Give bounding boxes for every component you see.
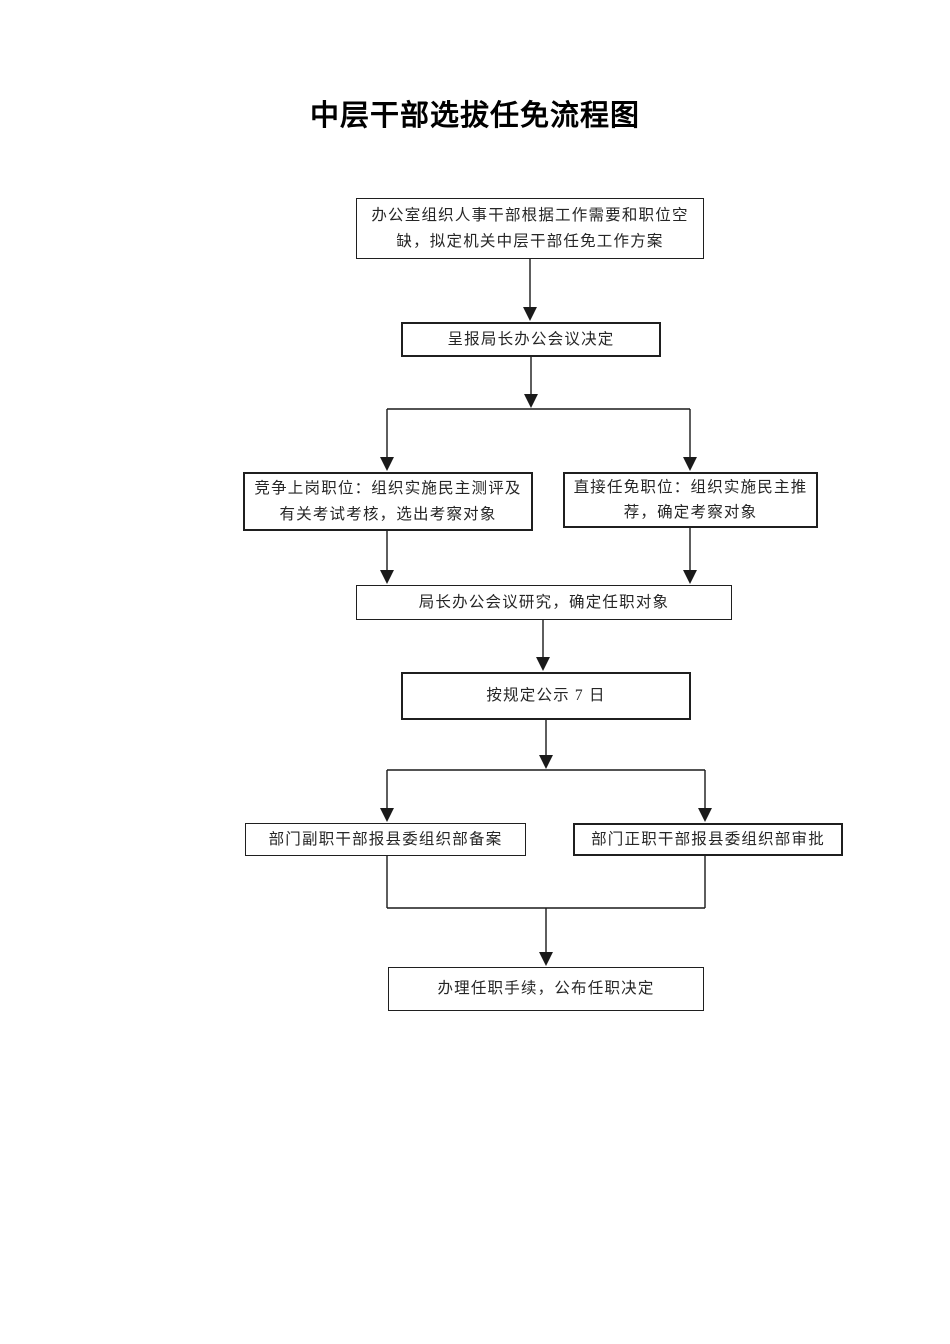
page-title: 中层干部选拔任免流程图: [309, 100, 640, 132]
flow-step-label: 部门正职干部报县委组织部审批: [591, 830, 825, 848]
flow-step-direct-appointment: 直接任免职位：组织实施民主推荐，确定考察对象: [563, 472, 818, 528]
flow-step-report-meeting: 呈报局长办公会议决定: [401, 322, 661, 357]
flow-step-principal-approval: 部门正职干部报县委组织部审批: [573, 823, 843, 856]
flow-step-label: 部门副职干部报县委组织部备案: [268, 830, 503, 848]
flow-step-label: 按规定公示 7 日: [486, 687, 606, 705]
flow-step-handle-procedures: 办理任职手续，公布任职决定: [388, 967, 704, 1011]
flow-step-label: 呈报局长办公会议决定: [447, 330, 615, 348]
flow-step-label: 办理任职手续，公布任职决定: [437, 980, 655, 998]
flow-step-draft-plan: 办公室组织人事干部根据工作需要和职位空缺，拟定机关中层干部任免工作方案: [356, 198, 704, 259]
flow-step-competitive-position: 竞争上岗职位：组织实施民主测评及有关考试考核，选出考察对象: [243, 472, 533, 531]
flow-step-deputy-filing: 部门副职干部报县委组织部备案: [245, 823, 526, 856]
flow-step-label: 直接任免职位：组织实施民主推荐，确定考察对象: [573, 478, 808, 521]
flow-step-label: 局长办公会议研究，确定任职对象: [418, 593, 670, 611]
flow-step-label: 竞争上岗职位：组织实施民主测评及有关考试考核，选出考察对象: [254, 480, 522, 523]
flow-step-meeting-research: 局长办公会议研究，确定任职对象: [356, 585, 732, 620]
flow-step-public-notice: 按规定公示 7 日: [401, 672, 691, 720]
flow-step-label: 办公室组织人事干部根据工作需要和职位空缺，拟定机关中层干部任免工作方案: [371, 207, 689, 250]
